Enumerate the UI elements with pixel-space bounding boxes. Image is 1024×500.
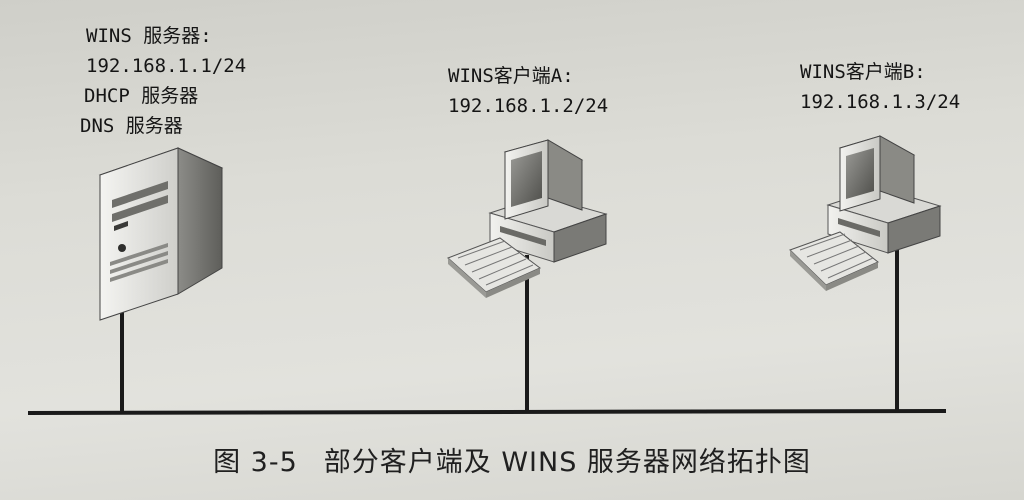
figure-caption: 图 3-5 部分客户端及 WINS 服务器网络拓扑图 <box>0 440 1024 479</box>
client-a-computer-icon <box>447 139 608 298</box>
server-ip: 192.168.1.1/24 <box>86 55 247 77</box>
client-a-title: WINS客户端A: <box>448 65 574 87</box>
server-title: WINS 服务器: <box>86 25 212 47</box>
network-bus-line <box>27 409 947 415</box>
client-b-title: WINS客户端B: <box>800 61 926 83</box>
client-a-label: WINS客户端A: 192.168.1.2/24 <box>448 64 608 118</box>
client-b-label: WINS客户端B: 192.168.1.3/24 <box>800 60 960 114</box>
server-label: WINS 服务器: 192.168.1.1/24 DHCP 服务器 DNS 服务… <box>80 24 247 138</box>
server-role-dns: DNS 服务器 <box>80 115 183 137</box>
client-a-ip: 192.168.1.2/24 <box>448 95 609 117</box>
server-tower-icon <box>98 147 224 321</box>
server-role-dhcp: DHCP 服务器 <box>84 85 199 107</box>
client-b-ip: 192.168.1.3/24 <box>800 91 961 113</box>
figure-number: 图 3-5 <box>213 447 298 478</box>
client-b-computer-icon <box>789 135 942 291</box>
figure-title: 部分客户端及 WINS 服务器网络拓扑图 <box>323 447 811 478</box>
